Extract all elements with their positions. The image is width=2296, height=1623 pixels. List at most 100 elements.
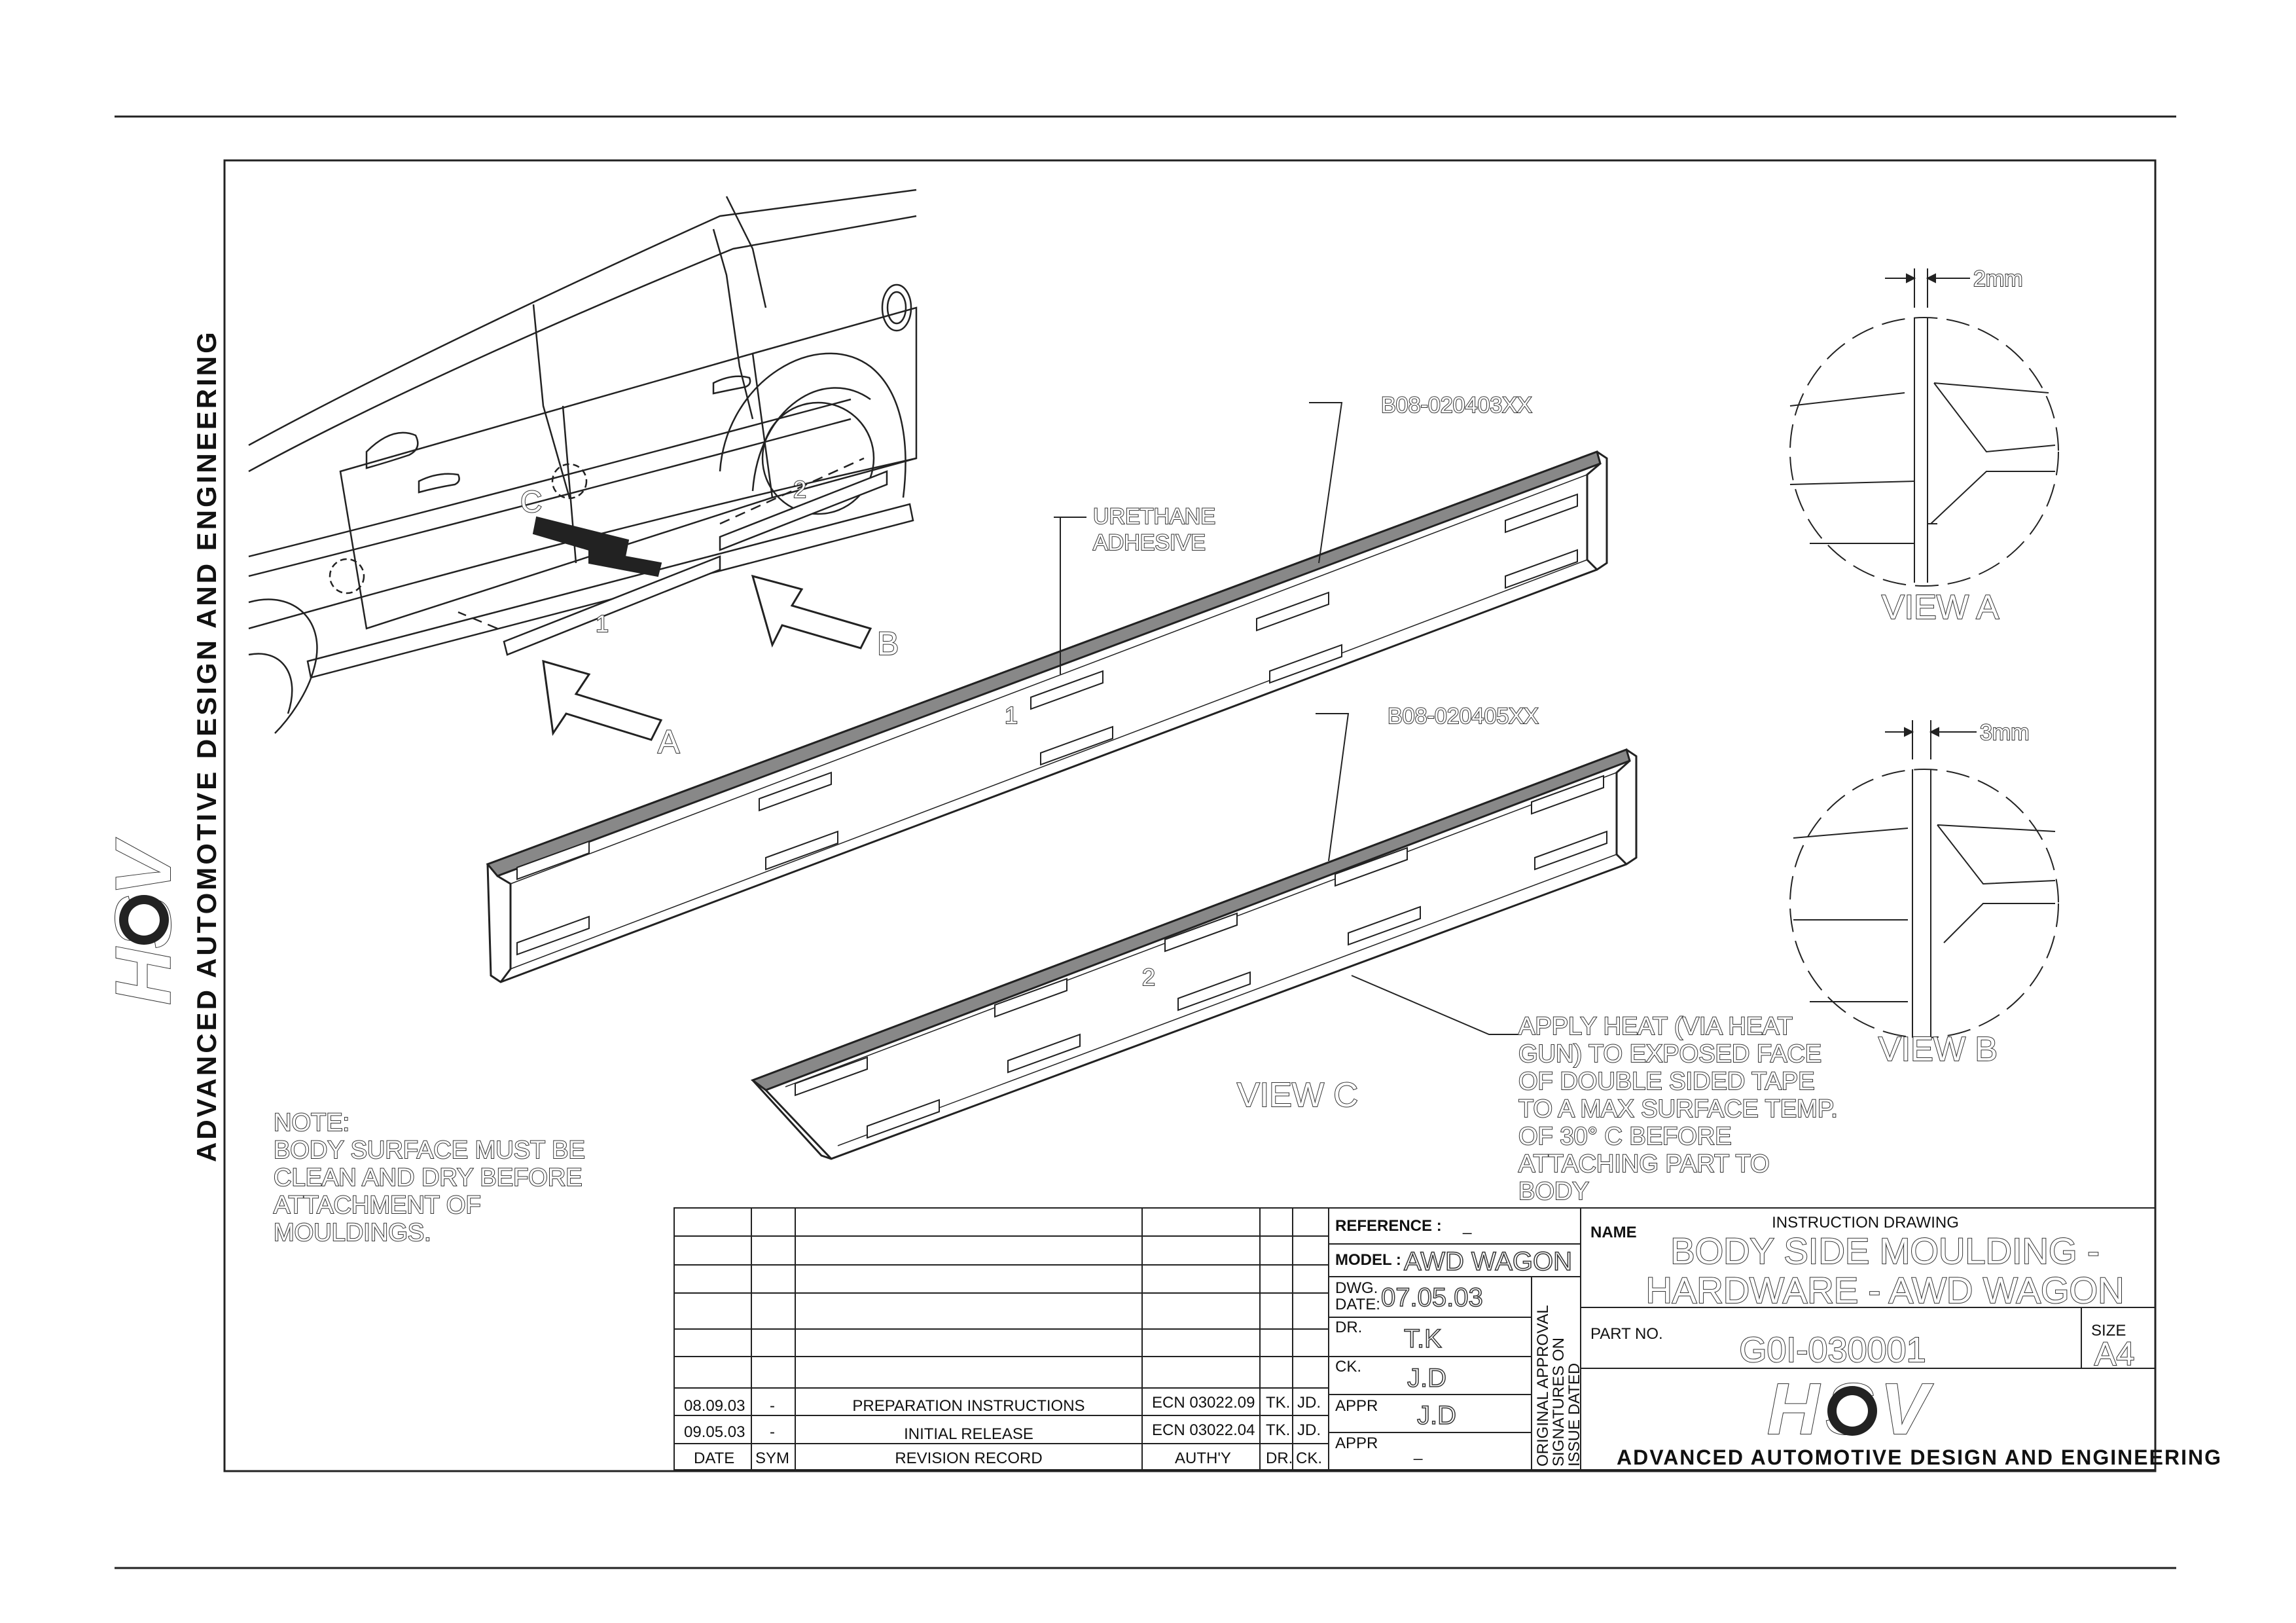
adhesive-line1: URETHANE bbox=[1093, 504, 1215, 529]
rev-row1-dr: TK. bbox=[1266, 1394, 1290, 1412]
rev-row2-date: 09.05.03 bbox=[684, 1423, 745, 1441]
tape-pads-2 bbox=[795, 775, 1607, 1139]
heat-line-7: BODY bbox=[1518, 1178, 1589, 1205]
dwg-date-label2: DATE: bbox=[1335, 1296, 1380, 1313]
heat-line-1: APPLY HEAT (VIA HEAT bbox=[1518, 1013, 1793, 1040]
part2-callout: B08-020405XX bbox=[1388, 704, 1539, 729]
dwg-date-label1: DWG. bbox=[1335, 1279, 1378, 1297]
rev-header-record: REVISION RECORD bbox=[895, 1450, 1042, 1467]
note-line-5: MOULDINGS. bbox=[274, 1219, 431, 1247]
heat-line-5: OF 30° C BEFORE bbox=[1518, 1123, 1732, 1150]
rev-header-sym: SYM bbox=[755, 1450, 789, 1467]
appr1-label: APPR bbox=[1335, 1397, 1378, 1415]
title-block-logo: HSV bbox=[1767, 1368, 1929, 1450]
view-b-label: VIEW B bbox=[1878, 1030, 1998, 1068]
part-no-label: PART NO. bbox=[1590, 1325, 1663, 1343]
rev-row1-sym: - bbox=[770, 1397, 775, 1415]
heat-line-3: OF DOUBLE SIDED TAPE bbox=[1518, 1068, 1815, 1095]
appr2-label: APPR bbox=[1335, 1434, 1378, 1452]
rev-row2-dr: TK. bbox=[1266, 1421, 1290, 1439]
approval-block bbox=[1328, 1207, 1581, 1470]
heat-line-4: TO A MAX SURFACE TEMP. bbox=[1518, 1095, 1838, 1123]
note-line-1: NOTE: bbox=[274, 1109, 350, 1137]
moulding-2-label: 2 bbox=[1142, 964, 1155, 991]
note-line-4: ATTACHMENT OF bbox=[274, 1192, 481, 1219]
view-b-detail bbox=[1789, 720, 2059, 1038]
dwg-date-value: 07.05.03 bbox=[1381, 1283, 1483, 1312]
moulding-1-label: 1 bbox=[1005, 702, 1018, 729]
approval-line1: ORIGINAL APPROVAL bbox=[1534, 1305, 1552, 1467]
heat-line-2: GUN) TO EXPOSED FACE bbox=[1518, 1040, 1821, 1068]
rev-row2-record: INITIAL RELEASE bbox=[904, 1425, 1033, 1443]
body-surface-note: NOTE: BODY SURFACE MUST BE CLEAN AND DRY… bbox=[273, 1108, 586, 1247]
view-a-marker bbox=[329, 558, 365, 594]
car-label-1: 1 bbox=[596, 610, 609, 637]
model-value: AWD WAGON bbox=[1404, 1247, 1572, 1276]
car-moulding-strips bbox=[457, 457, 888, 656]
title-company-text: ADVANCED AUTOMOTIVE DESIGN AND ENGINEERI… bbox=[1617, 1446, 2222, 1469]
note-line-3: CLEAN AND DRY BEFORE bbox=[274, 1164, 583, 1192]
revision-table bbox=[673, 1207, 1329, 1470]
title-line1: BODY SIDE MOULDING - bbox=[1670, 1230, 2100, 1271]
rev-row2-ck: JD. bbox=[1297, 1421, 1321, 1439]
view-ref-c: C bbox=[520, 484, 542, 519]
part-no-value: G0I-030001 bbox=[1739, 1330, 1926, 1370]
heat-line-6: ATTACHING PART TO bbox=[1518, 1150, 1770, 1178]
appr1-value: J.D bbox=[1417, 1401, 1456, 1430]
rev-header-date: DATE bbox=[694, 1450, 734, 1467]
rev-header-ck: CK. bbox=[1296, 1450, 1322, 1467]
leader-lines bbox=[1054, 402, 1518, 1035]
rev-row1-auth: ECN 03022.09 bbox=[1152, 1394, 1255, 1412]
rev-row1-record: PREPARATION INSTRUCTIONS bbox=[852, 1397, 1085, 1415]
ck-label: CK. bbox=[1335, 1358, 1361, 1376]
size-value: A4 bbox=[2094, 1336, 2134, 1372]
view-ref-a: A bbox=[658, 723, 680, 760]
view-c-marker bbox=[551, 463, 588, 500]
rev-row1-date: 08.09.03 bbox=[684, 1397, 745, 1415]
car-label-2: 2 bbox=[793, 476, 806, 503]
heat-note: APPLY HEAT (VIA HEAT GUN) TO EXPOSED FAC… bbox=[1518, 1012, 1839, 1206]
side-logo: HSV bbox=[99, 837, 188, 1006]
approval-note: ORIGINAL APPROVAL SIGNATURES ON ISSUE DA… bbox=[1534, 1305, 1583, 1467]
dr-label: DR. bbox=[1335, 1319, 1362, 1336]
appr2-value: _ bbox=[1413, 1443, 1423, 1461]
side-brand: ADVANCED AUTOMOTIVE DESIGN AND ENGINEERI… bbox=[191, 329, 222, 1162]
side-logo-text: HSV bbox=[99, 837, 187, 1005]
view-a-label: VIEW A bbox=[1882, 589, 1999, 627]
part1-callout: B08-020403XX bbox=[1381, 393, 1532, 418]
tape-pads-1 bbox=[516, 493, 1578, 956]
title-line2: HARDWARE - AWD WAGON bbox=[1645, 1269, 2124, 1311]
side-company-text: ADVANCED AUTOMOTIVE DESIGN AND ENGINEERI… bbox=[191, 329, 222, 1162]
revision-rows: 08.09.03 - PREPARATION INSTRUCTIONS ECN … bbox=[684, 1394, 1322, 1467]
drawing-frame bbox=[223, 159, 2157, 1472]
dim-b: 3mm bbox=[1980, 720, 2030, 745]
approval-line2: SIGNATURES ON bbox=[1550, 1338, 1568, 1467]
size-label: SIZE bbox=[2091, 1322, 2126, 1340]
view-c-label: VIEW C bbox=[1237, 1076, 1358, 1114]
arrow-b-icon bbox=[751, 574, 872, 649]
dim-a: 2mm bbox=[1973, 266, 2023, 291]
dr-value: T.K bbox=[1404, 1324, 1442, 1353]
rev-row1-ck: JD. bbox=[1297, 1394, 1321, 1412]
moulding-1 bbox=[486, 450, 1608, 983]
rev-header-dr: DR. bbox=[1266, 1450, 1293, 1467]
arrow-a-icon bbox=[542, 659, 663, 741]
rev-row2-auth: ECN 03022.04 bbox=[1152, 1421, 1255, 1439]
view-ref-b: B bbox=[877, 625, 899, 662]
rev-row2-sym: - bbox=[770, 1423, 775, 1441]
moulding-2 bbox=[750, 748, 1638, 1160]
ck-value: J.D bbox=[1407, 1364, 1446, 1393]
arrow-c-icon bbox=[532, 516, 662, 577]
title-block bbox=[1580, 1207, 2156, 1470]
reference-label: REFERENCE : bbox=[1335, 1217, 1442, 1235]
car-side-sketch bbox=[248, 189, 918, 734]
note-line-2: BODY SURFACE MUST BE bbox=[274, 1137, 585, 1164]
model-label: MODEL : bbox=[1335, 1251, 1401, 1269]
name-label: NAME bbox=[1590, 1224, 1637, 1241]
rev-header-auth: AUTH'Y bbox=[1175, 1450, 1231, 1467]
reference-value: _ bbox=[1462, 1217, 1472, 1235]
view-a-detail bbox=[1789, 268, 2059, 587]
drawing-type: INSTRUCTION DRAWING bbox=[1772, 1214, 1959, 1231]
adhesive-line2: ADHESIVE bbox=[1093, 530, 1206, 555]
